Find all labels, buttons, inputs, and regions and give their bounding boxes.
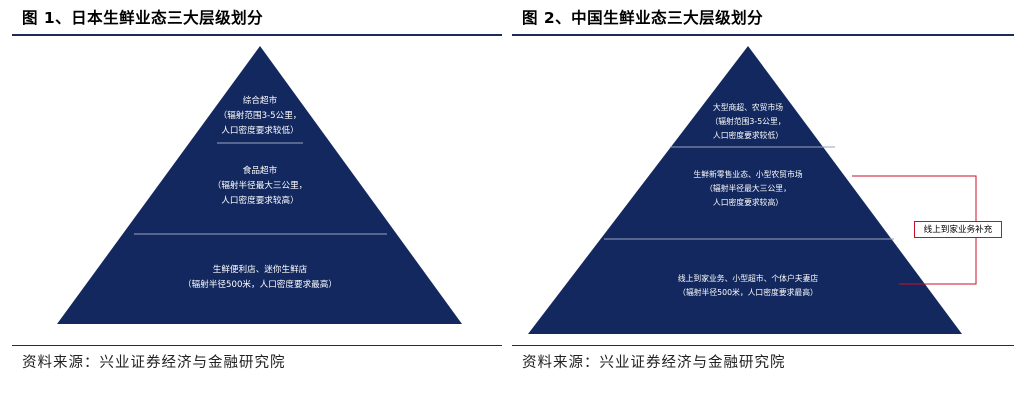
tier-line: 综合超市 <box>242 96 278 106</box>
tier-line: 生鲜便利店、迷你生鲜店 <box>212 265 308 275</box>
figure1-tier-1: 综合超市 （辐射范围3-5公里， 人口密度要求较低） <box>160 94 360 139</box>
tier-line: 人口密度要求较低） <box>221 126 299 136</box>
figure1-pyramid <box>57 46 462 324</box>
figure2-tier-1: 大型商超、农贸市场 （辐射范围3-5公里， 人口密度要求较低） <box>648 101 848 143</box>
figure2-tier-3: 线上到家业务、小型超市、个体户夫妻店 （辐射半径500米，人口密度要求最高） <box>608 272 888 300</box>
tier-line: 大型商超、农贸市场 <box>712 103 784 112</box>
figure1-source: 资料来源：兴业证券经济与金融研究院 <box>22 355 286 371</box>
tier-line: （辐射半径500米，人口密度要求最高） <box>678 288 818 297</box>
figure2-source: 资料来源：兴业证券经济与金融研究院 <box>522 355 786 371</box>
tier-line: （辐射范围3-5公里， <box>710 117 786 126</box>
figure2-top-rule <box>512 34 1014 36</box>
figure1-top-rule <box>12 34 502 36</box>
tier-line: 食品超市 <box>242 166 278 176</box>
figure1-bottom-rule <box>12 345 502 346</box>
figure2-bottom-rule <box>512 345 1014 346</box>
tier-line: （辐射范围3-5公里， <box>218 111 302 121</box>
tier-line: 人口密度要求较高） <box>221 196 299 206</box>
figure2-tier-2: 生鲜新零售业态、小型农贸市场 （辐射半径最大三公里， 人口密度要求较高） <box>623 168 873 210</box>
figure1-title: 图 1、日本生鲜业态三大层级划分 <box>22 9 264 27</box>
figure2-title: 图 2、中国生鲜业态三大层级划分 <box>522 9 764 27</box>
online-delivery-callout: 线上到家业务补充 <box>914 221 1002 238</box>
tier-line: （辐射半径500米，人口密度要求最高） <box>183 280 337 290</box>
figure1-tier-3: 生鲜便利店、迷你生鲜店 （辐射半径500米，人口密度要求最高） <box>110 263 410 293</box>
tier-line: 生鲜新零售业态、小型农贸市场 <box>693 170 803 179</box>
tier-line: （辐射半径最大三公里， <box>212 181 308 191</box>
tier-line: 线上到家业务、小型超市、个体户夫妻店 <box>677 274 819 283</box>
tier-line: 人口密度要求较低） <box>712 131 784 140</box>
figure1-tier-2: 食品超市 （辐射半径最大三公里， 人口密度要求较高） <box>135 164 385 209</box>
tier-line: （辐射半径最大三公里， <box>705 184 791 193</box>
figure2-pyramid <box>528 46 962 334</box>
tier-line: 人口密度要求较高） <box>712 198 784 207</box>
